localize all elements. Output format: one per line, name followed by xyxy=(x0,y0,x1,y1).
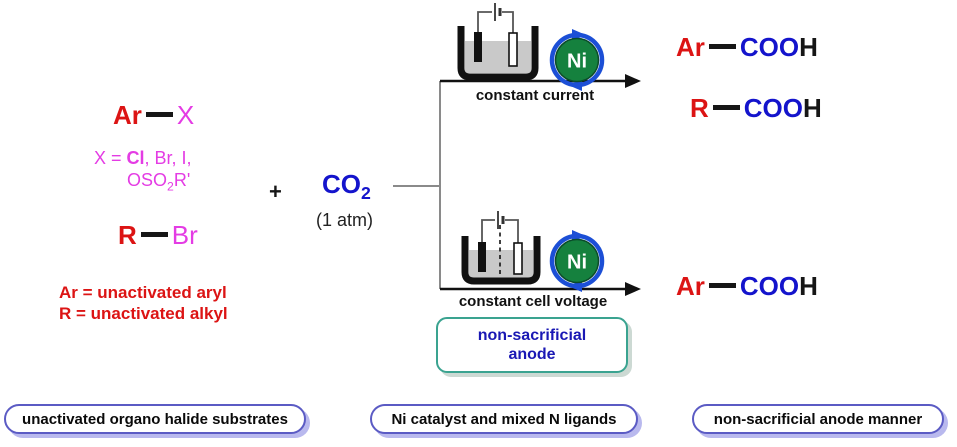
product-r-symbol: Ar xyxy=(676,32,705,62)
footer-pill-label: non-sacrificial anode manner xyxy=(713,410,923,428)
condition-constant-cell-voltage: constant cell voltage xyxy=(458,293,608,310)
product-aryl-acid-top: Ar COOH xyxy=(676,33,818,62)
cathode-electrode xyxy=(474,32,482,62)
anode-electrode xyxy=(508,32,518,67)
bond-line xyxy=(712,105,740,110)
halide-def-cl: Cl xyxy=(126,148,145,168)
halide-x-symbol: X xyxy=(176,100,195,130)
r-definition: R = unactivated alkyl xyxy=(59,304,228,323)
ni-catalyst-cycle-icon: Ni xyxy=(549,29,605,91)
divided-electrolysis-cell-icon xyxy=(461,211,541,285)
anode-note-line2: anode xyxy=(508,346,556,363)
carboxyl-group: COO xyxy=(743,93,804,123)
ni-catalyst-cycle-icon: Ni xyxy=(549,230,605,292)
ni-label: Ni xyxy=(567,51,587,73)
reaction-branch-lines xyxy=(393,74,641,296)
cathode-electrode xyxy=(478,242,486,272)
acid-h: H xyxy=(803,93,822,123)
acid-h: H xyxy=(799,32,818,62)
ni-circle xyxy=(554,37,600,83)
ni-circle xyxy=(554,238,600,284)
footer-pill-anode: non-sacrificial anode manner xyxy=(692,404,944,434)
footer-pill-label: unactivated organo halide substrates xyxy=(22,410,288,428)
footer-pill-catalyst: Ni catalyst and mixed N ligands xyxy=(370,404,638,434)
co2-subscript: 2 xyxy=(361,183,371,204)
co2-formula: CO2 xyxy=(322,170,371,204)
carboxyl-group: COO xyxy=(739,32,800,62)
condition-constant-current: constant current xyxy=(475,87,595,104)
halide-def-rest: , Br, I, xyxy=(144,148,192,168)
bottom-arrowhead-icon xyxy=(625,282,641,296)
aryl-symbol: Ar xyxy=(113,100,142,130)
footer-pill-substrates: unactivated organo halide substrates xyxy=(4,404,306,434)
halide-definition-line1: X = Cl, Br, I, xyxy=(94,148,192,170)
product-r-symbol: R xyxy=(690,93,709,123)
plus-sign: + xyxy=(269,179,282,204)
sulfonate-pre: OSO xyxy=(127,170,168,190)
anode-note-line1: non-sacrificial xyxy=(477,327,587,344)
product-alkyl-acid: R COOH xyxy=(690,94,822,123)
halide-definition-line2: OSO2R' xyxy=(127,170,190,194)
substrate-aryl-halide: Ar X xyxy=(113,101,194,130)
bond-line xyxy=(708,283,736,288)
substrate-alkyl-bromide: R Br xyxy=(118,221,198,250)
bromide-symbol: Br xyxy=(171,220,198,250)
bond-line xyxy=(708,44,736,49)
ni-label: Ni xyxy=(567,252,587,274)
anode-electrode xyxy=(513,242,523,275)
ar-definition: Ar = unactivated aryl xyxy=(59,283,227,302)
non-sacrificial-anode-box: non-sacrificial anode xyxy=(436,317,628,373)
co2-pressure: (1 atm) xyxy=(316,210,374,230)
sulfonate-sub: 2 xyxy=(167,179,174,194)
co2-base: CO xyxy=(322,169,361,199)
sulfonate-post: R' xyxy=(173,170,191,190)
footer-pill-label: Ni catalyst and mixed N ligands xyxy=(391,410,617,428)
bond-line xyxy=(140,232,168,237)
beaker-outline xyxy=(457,26,539,81)
bond-line xyxy=(145,112,173,117)
electrolysis-cell-icon xyxy=(457,3,539,81)
alkyl-symbol: R xyxy=(118,220,137,250)
product-r-symbol: Ar xyxy=(676,271,705,301)
acid-h: H xyxy=(799,271,818,301)
top-arrowhead-icon xyxy=(625,74,641,88)
carboxyl-group: COO xyxy=(739,271,800,301)
product-aryl-acid-bottom: Ar COOH xyxy=(676,272,818,301)
halide-def-prefix: X = xyxy=(94,148,127,168)
beaker-outline xyxy=(461,236,541,285)
